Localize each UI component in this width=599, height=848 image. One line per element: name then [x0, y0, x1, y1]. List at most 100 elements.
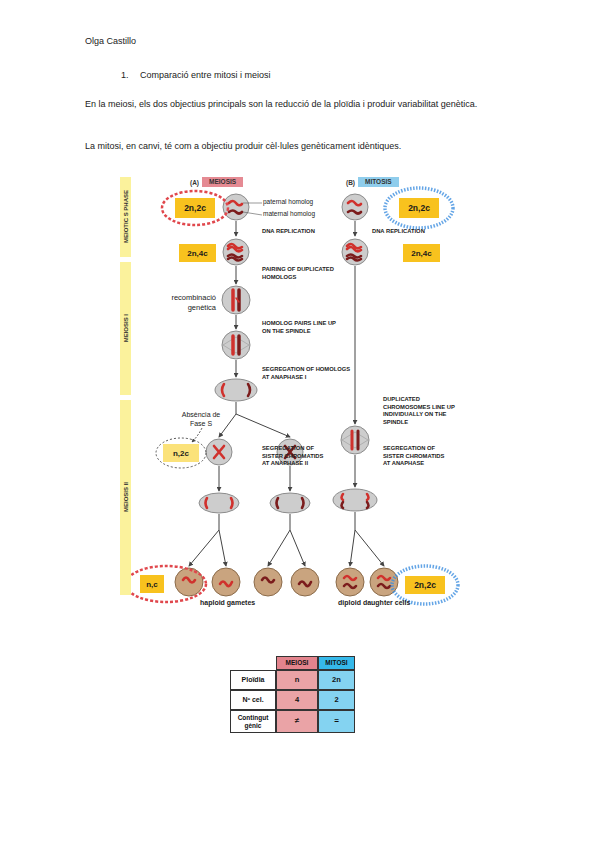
panel-title: MITOSIS — [358, 177, 399, 187]
split-arrow — [355, 530, 384, 566]
ploidy-box: n,2c — [163, 444, 199, 462]
step-label: DUPLICATED CHROMOSOMES LINE UP INDIVIDUA… — [383, 396, 463, 426]
chromosome — [344, 584, 356, 588]
step-arrow — [236, 360, 237, 377]
spindle — [223, 337, 249, 353]
chromosome — [357, 431, 360, 449]
band-label: MEIOSIS II — [123, 482, 129, 512]
chromosome — [348, 201, 361, 205]
split-arrow — [189, 514, 219, 566]
gamete-cell — [212, 568, 240, 596]
ploidy-box: 2n,2c — [399, 198, 439, 218]
cell — [223, 239, 249, 265]
chromosome — [347, 258, 361, 261]
gamete-cell — [254, 568, 282, 596]
annotation: Absència de Fase S — [175, 410, 227, 428]
cell — [215, 379, 257, 401]
panel-letter: (B) — [346, 179, 355, 186]
crossover — [236, 298, 239, 302]
ploidy-label: 2n,2c — [414, 580, 436, 590]
leader-line — [192, 428, 202, 442]
band-label: MEIOSIS I — [123, 314, 129, 342]
cell — [341, 426, 369, 454]
part-label: paternal homolog — [263, 198, 338, 206]
step-label: PAIRING OF DUPLICATED HOMOLOGS — [262, 266, 350, 281]
caption-label: haploid gametes — [200, 599, 280, 608]
table-cell: n — [276, 670, 318, 690]
step-arrow — [219, 466, 220, 491]
chromosome — [231, 336, 235, 354]
spindle — [342, 432, 368, 448]
step-label: SEGREGATION OF SISTER CHROMATIDS AT ANAP… — [383, 445, 451, 468]
ploidy-box: 2n,4c — [403, 244, 440, 262]
split-arrow — [268, 514, 290, 566]
cell — [342, 239, 368, 265]
phase-band: MEIOTIC S PHASE — [120, 177, 131, 257]
chromosome — [347, 247, 361, 251]
cell — [199, 493, 239, 513]
ploidy-box: n,c — [140, 575, 164, 593]
step-arrow — [236, 315, 237, 329]
step-label: SEGREGATION OF SISTER CHROMATIDS AT ANAP… — [262, 445, 330, 468]
phase-header: (B)MITOSIS — [346, 177, 408, 187]
split-arrow — [219, 530, 226, 566]
ploidy-box: 2n,2c — [405, 576, 445, 594]
chromosome — [262, 578, 274, 583]
ploidy-box: 2n,2c — [175, 198, 215, 218]
panel-title: MEIOSIS — [202, 177, 243, 187]
ploidy-box: 2n,4c — [179, 244, 216, 262]
table-cell: 4 — [276, 690, 318, 710]
table-cell: MEIOSI — [276, 656, 318, 670]
cell — [222, 286, 250, 314]
chromosome — [206, 498, 233, 508]
phase-band: MEIOSIS II — [120, 400, 131, 595]
phase-header: (A)MEIOSIS — [190, 177, 252, 187]
annotation: recombinació genètica — [158, 293, 216, 313]
chromosome — [342, 494, 344, 500]
chromosome — [183, 578, 195, 583]
chromosome — [214, 446, 224, 458]
chromosome — [378, 584, 390, 588]
chromosome — [237, 336, 241, 354]
cell — [222, 331, 250, 359]
body-text: En la meiosi, els dos objectius principa… — [85, 97, 505, 111]
step-arrow — [236, 221, 237, 236]
chromosome — [344, 576, 356, 580]
section-heading: Comparació entre mitosi i meiosi — [140, 70, 271, 80]
table-cell: 2n — [318, 670, 355, 690]
split-arrow — [236, 414, 290, 437]
daughter-cell — [336, 568, 364, 596]
step-label: SEGREGATION OF HOMOLOGS AT ANAPHASE I — [262, 366, 357, 381]
chromosome — [228, 247, 242, 251]
step-arrow — [355, 455, 356, 487]
table-cell: ≠ — [276, 710, 318, 733]
step-arrow — [290, 466, 291, 491]
chromosome — [378, 576, 390, 580]
ploidy-label: 2n,2c — [408, 203, 430, 213]
chromosome — [348, 211, 361, 214]
step-label: HOMOLOG PAIRS LINE UP ON THE SPINDLE — [262, 320, 337, 335]
chromosome — [299, 582, 311, 587]
gamete-cell — [291, 568, 319, 596]
chromosome — [231, 290, 235, 310]
highlight-ring — [156, 438, 206, 468]
panel-letter: (A) — [190, 179, 199, 186]
author-name: Olga Castillo — [85, 36, 285, 47]
highlight-ring — [162, 191, 228, 225]
table-cell: Contingut gènic — [230, 710, 276, 733]
table-cell: = — [318, 710, 355, 733]
ploidy-label: 2n,4c — [411, 249, 431, 258]
table-cell: Nº cel. — [230, 690, 276, 710]
chromosome — [367, 494, 369, 500]
chromosome — [228, 258, 242, 261]
chromosome — [229, 211, 242, 214]
leader-line — [243, 212, 262, 215]
table-cell: 2 — [318, 690, 355, 710]
step-arrow — [355, 266, 356, 424]
gamete-cell — [175, 568, 203, 596]
split-arrow — [290, 530, 305, 566]
ploidy-label: 2n,2c — [184, 203, 206, 213]
band-label: MEIOTIC S PHASE — [123, 190, 129, 243]
step-arrow — [236, 266, 237, 284]
split-arrow — [219, 402, 236, 437]
